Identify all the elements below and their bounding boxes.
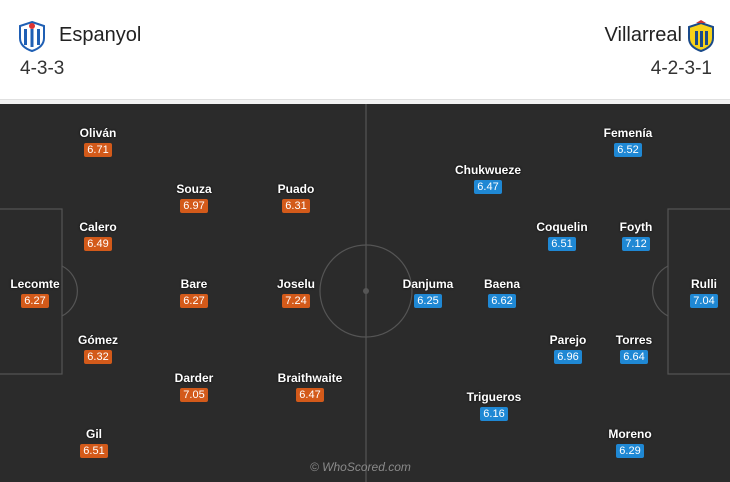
player-rating-badge: 6.64 — [620, 350, 648, 364]
player-rating-badge: 6.29 — [616, 444, 644, 458]
player-rating-badge: 7.12 — [622, 237, 650, 251]
player-home[interactable]: Braithwaite 6.47 — [270, 371, 350, 403]
player-away[interactable]: Trigueros 6.16 — [454, 390, 534, 422]
player-name[interactable]: Lecomte — [10, 277, 60, 291]
player-rating-badge: 6.27 — [21, 294, 49, 308]
player-rating-badge: 6.27 — [180, 294, 208, 308]
home-team-name[interactable]: Espanyol — [59, 24, 142, 46]
player-rating-badge: 6.51 — [548, 237, 576, 251]
player-name[interactable]: Gómez — [77, 333, 118, 347]
home-formation: 4-3-3 — [20, 58, 65, 79]
player-name[interactable]: Rulli — [691, 277, 717, 291]
player-name[interactable]: Gil — [85, 427, 102, 441]
player-rating-badge: 7.04 — [690, 294, 718, 308]
player-away[interactable]: Foyth 7.12 — [596, 220, 676, 252]
player-name[interactable]: Baena — [483, 277, 521, 291]
player-away[interactable]: Parejo 6.96 — [528, 333, 608, 365]
away-team-name[interactable]: Villarreal — [604, 24, 682, 46]
player-rating-badge: 6.32 — [84, 350, 112, 364]
player-rating-badge: 6.71 — [84, 143, 112, 157]
match-header: Espanyol 4-3-3 Villarreal 4-2-3-1 — [0, 0, 730, 100]
player-home[interactable]: Gil 6.51 — [54, 427, 134, 459]
player-rating-badge: 7.24 — [282, 294, 310, 308]
player-home[interactable]: Oliván 6.71 — [58, 126, 138, 158]
player-name[interactable]: Puado — [277, 182, 315, 196]
player-name[interactable]: Trigueros — [466, 390, 522, 404]
player-home[interactable]: Puado 6.31 — [256, 182, 336, 214]
player-name[interactable]: Joselu — [276, 277, 315, 291]
player-home[interactable]: Bare 6.27 — [154, 277, 234, 309]
player-rating-badge: 6.52 — [614, 143, 642, 157]
player-name[interactable]: Braithwaite — [277, 371, 343, 385]
player-rating-badge: 6.16 — [480, 407, 508, 421]
player-home[interactable]: Calero 6.49 — [58, 220, 138, 252]
player-name[interactable]: Foyth — [619, 220, 653, 234]
player-name[interactable]: Bare — [180, 277, 208, 291]
player-rating-badge: 6.49 — [84, 237, 112, 251]
player-rating-badge: 6.31 — [282, 199, 310, 213]
player-name[interactable]: Darder — [174, 371, 214, 385]
player-name[interactable]: Parejo — [549, 333, 587, 347]
player-away[interactable]: Chukwueze 6.47 — [448, 163, 528, 195]
away-formation: 4-2-3-1 — [650, 58, 712, 79]
player-name[interactable]: Femenía — [603, 126, 653, 140]
pitch-markings — [0, 104, 730, 482]
player-rating-badge: 6.97 — [180, 199, 208, 213]
player-away[interactable]: Coquelin 6.51 — [522, 220, 602, 252]
player-away[interactable]: Danjuma 6.25 — [388, 277, 468, 309]
player-name[interactable]: Souza — [176, 182, 212, 196]
player-name[interactable]: Moreno — [608, 427, 652, 441]
player-name[interactable]: Oliván — [79, 126, 117, 140]
player-away[interactable]: Femenía 6.52 — [588, 126, 668, 158]
player-away[interactable]: Rulli 7.04 — [664, 277, 730, 309]
player-rating-badge: 6.47 — [296, 388, 324, 402]
player-name[interactable]: Danjuma — [402, 277, 454, 291]
player-rating-badge: 6.51 — [80, 444, 108, 458]
player-away[interactable]: Moreno 6.29 — [590, 427, 670, 459]
player-home[interactable]: Joselu 7.24 — [256, 277, 336, 309]
player-home[interactable]: Souza 6.97 — [154, 182, 234, 214]
player-rating-badge: 6.96 — [554, 350, 582, 364]
espanyol-crest-icon — [19, 20, 45, 52]
villarreal-crest-icon — [688, 20, 714, 52]
player-name[interactable]: Chukwueze — [454, 163, 521, 177]
player-home[interactable]: Gómez 6.32 — [58, 333, 138, 365]
player-home[interactable]: Darder 7.05 — [154, 371, 234, 403]
player-home[interactable]: Lecomte 6.27 — [0, 277, 75, 309]
player-rating-badge: 6.25 — [414, 294, 442, 308]
player-name[interactable]: Calero — [79, 220, 117, 234]
player-name[interactable]: Torres — [615, 333, 653, 347]
player-rating-badge: 6.62 — [488, 294, 516, 308]
watermark: © WhoScored.com — [310, 460, 411, 474]
player-away[interactable]: Baena 6.62 — [462, 277, 542, 309]
player-rating-badge: 6.47 — [474, 180, 502, 194]
player-rating-badge: 7.05 — [180, 388, 208, 402]
player-name[interactable]: Coquelin — [536, 220, 588, 234]
player-away[interactable]: Torres 6.64 — [594, 333, 674, 365]
